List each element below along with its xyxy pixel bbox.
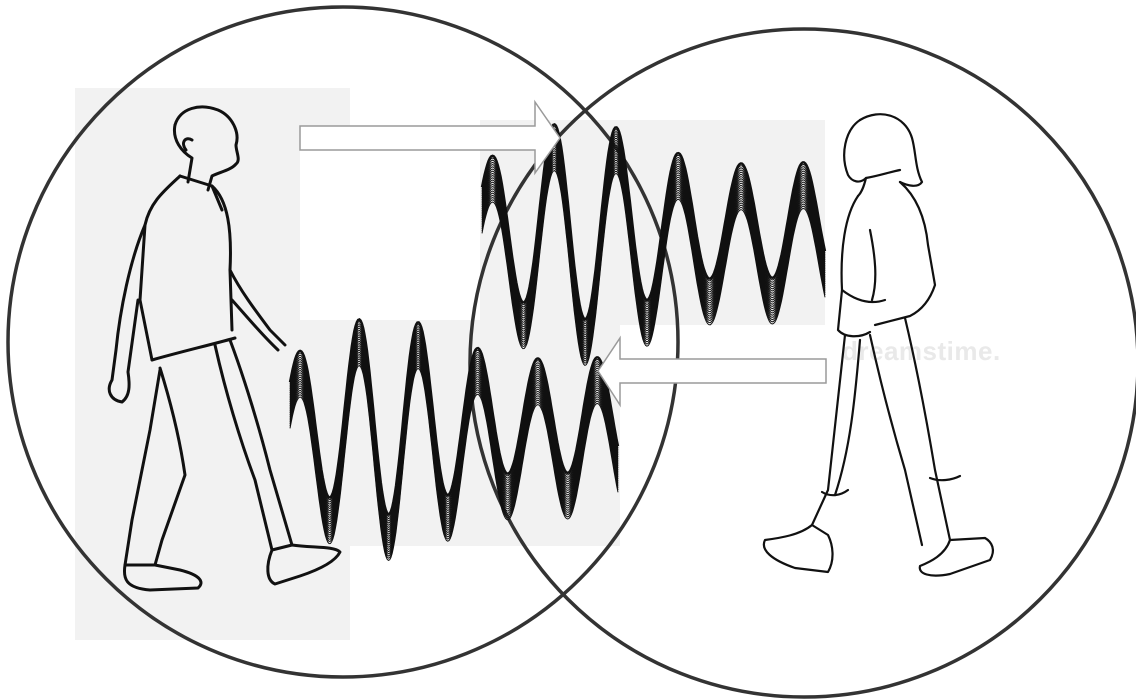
blank-gap — [300, 150, 480, 320]
arrow-left-icon — [598, 338, 826, 405]
watermark-text: dreamstime. — [842, 336, 1001, 366]
